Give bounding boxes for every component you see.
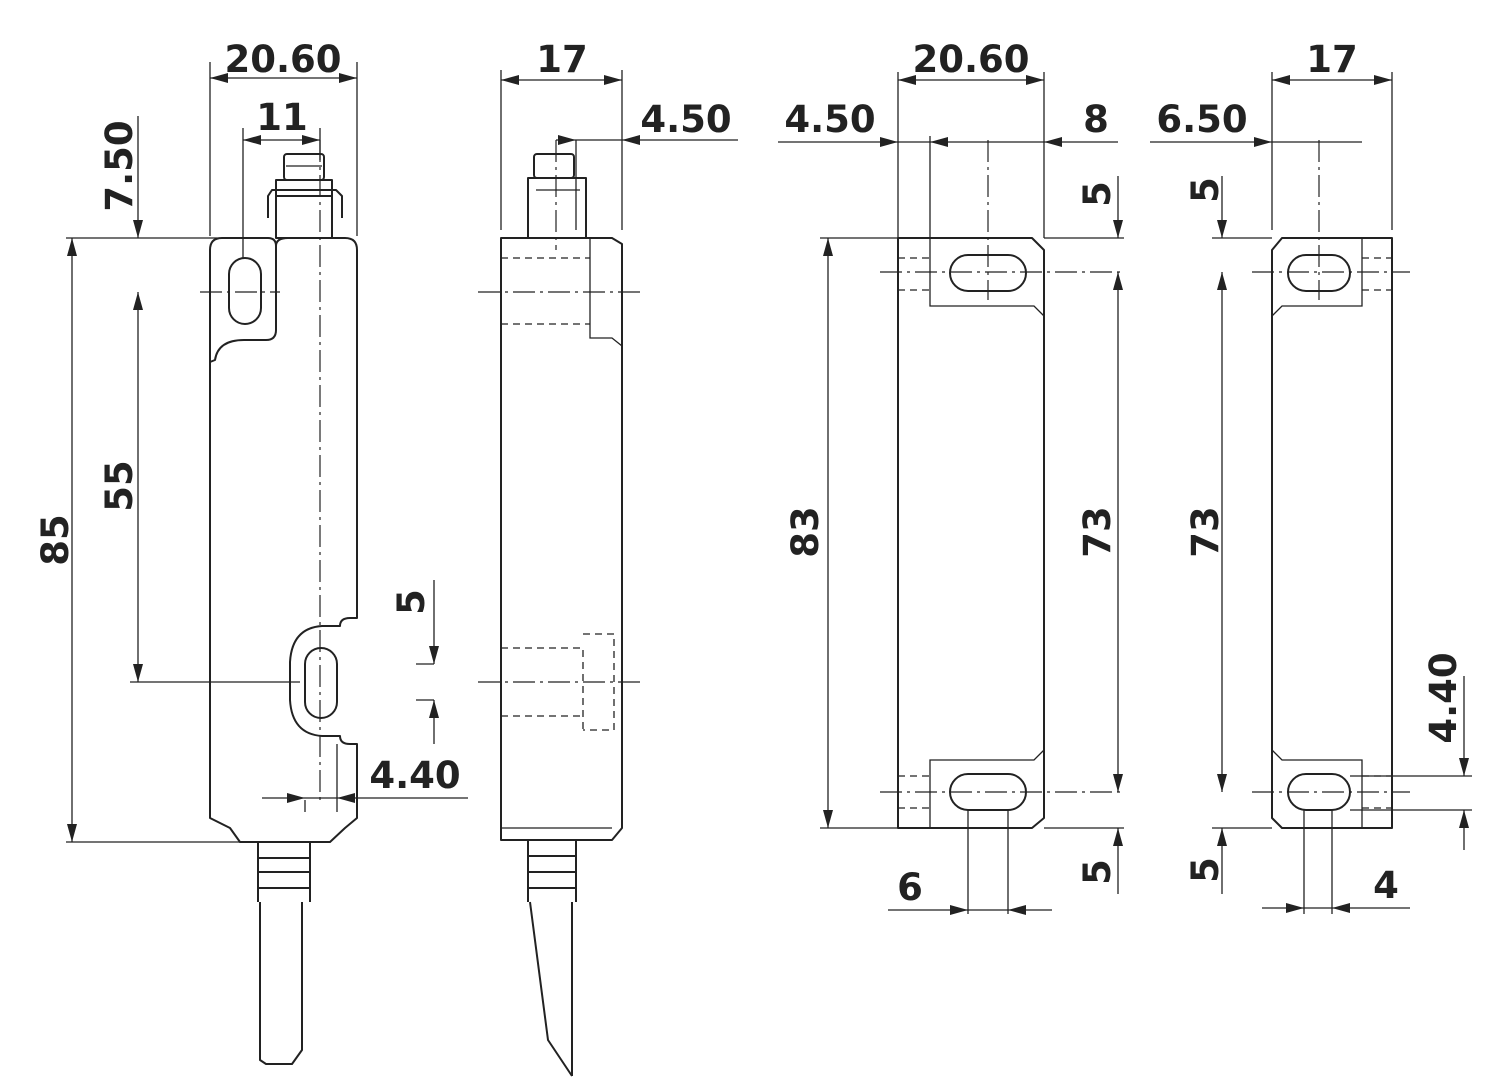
actuator-front-lower-pocket — [929, 749, 1045, 828]
dim-v1-slot-width: 4.40 — [369, 754, 460, 797]
dim-v4-slot-width: 4.40 — [1422, 652, 1465, 743]
sensor-side-cable — [529, 901, 573, 1077]
dim-v3-top-margin: 5 — [1076, 181, 1119, 207]
actuator-side-upper-pocket — [1271, 238, 1363, 317]
dim-v3-left-offset: 4.50 — [784, 98, 875, 141]
sensor-side-hidden-lower — [501, 633, 615, 731]
sensor-side-step — [501, 238, 623, 829]
actuator-front-hidden-upper — [898, 257, 930, 291]
dim-v1-slot-length: 5 — [390, 589, 433, 615]
dim-v3-slot-width: 6 — [897, 866, 923, 909]
dim-v4-slot-depth: 4 — [1373, 864, 1399, 907]
dim-v1-hole-spacing-y: 55 — [98, 460, 141, 512]
dim-v3-hole-spacing: 73 — [1076, 506, 1119, 558]
dim-v3-slot-length: 8 — [1083, 98, 1109, 141]
sensor-side-screw-head — [533, 153, 575, 179]
actuator-side-lower-pocket — [1271, 749, 1363, 828]
view-sensor-side — [478, 140, 640, 1077]
actuator-side-body — [1271, 237, 1393, 829]
dim-v4-depth: 17 — [1306, 38, 1358, 81]
dim-v4-top-margin: 5 — [1184, 177, 1227, 203]
actuator-front-body — [897, 237, 1045, 829]
view-actuator-side — [1252, 140, 1410, 829]
view-sensor-front — [200, 140, 358, 1065]
sensor-side-screw-slot — [530, 177, 584, 191]
dim-v1-width: 20.60 — [224, 38, 341, 81]
actuator-side-hidden-upper — [1362, 257, 1392, 291]
dim-v3-height: 83 — [784, 506, 827, 558]
dimension-labels: 20.60 11 7.50 85 55 5 4.40 17 4.50 20.60… — [34, 38, 1465, 909]
sensor-front-cable — [259, 902, 303, 1065]
sensor-front-lower-slot — [304, 647, 338, 719]
dim-v3-bottom-margin: 5 — [1076, 859, 1119, 885]
dimension-arrows — [67, 73, 1469, 915]
dim-v2-cable-offset: 4.50 — [640, 98, 731, 141]
sensor-side-cable-gland — [527, 840, 577, 902]
dim-v1-height: 85 — [34, 514, 77, 566]
sensor-side-hidden-upper — [501, 257, 590, 325]
dim-v1-top-offset: 7.50 — [98, 120, 141, 211]
dim-v4-bottom-margin: 5 — [1184, 857, 1227, 883]
actuator-front-upper-pocket — [929, 238, 1045, 317]
dim-v4-offset: 6.50 — [1156, 98, 1247, 141]
sensor-front-connector — [275, 195, 333, 239]
sensor-front-cable-gland — [257, 842, 311, 902]
sensor-side-connector — [527, 177, 587, 239]
dim-v1-hole-spacing-x: 11 — [256, 96, 308, 139]
dim-v2-depth: 17 — [536, 38, 588, 81]
sensor-front-upper-slot — [228, 257, 262, 325]
sensor-front-body — [209, 237, 358, 843]
view-actuator-front — [880, 140, 1124, 829]
dim-v4-hole-spacing: 73 — [1184, 506, 1227, 558]
sensor-side-body — [500, 237, 623, 841]
dim-v3-width: 20.60 — [912, 38, 1029, 81]
actuator-front-hidden-lower — [898, 775, 930, 809]
sensor-front-screw-head — [283, 153, 325, 181]
